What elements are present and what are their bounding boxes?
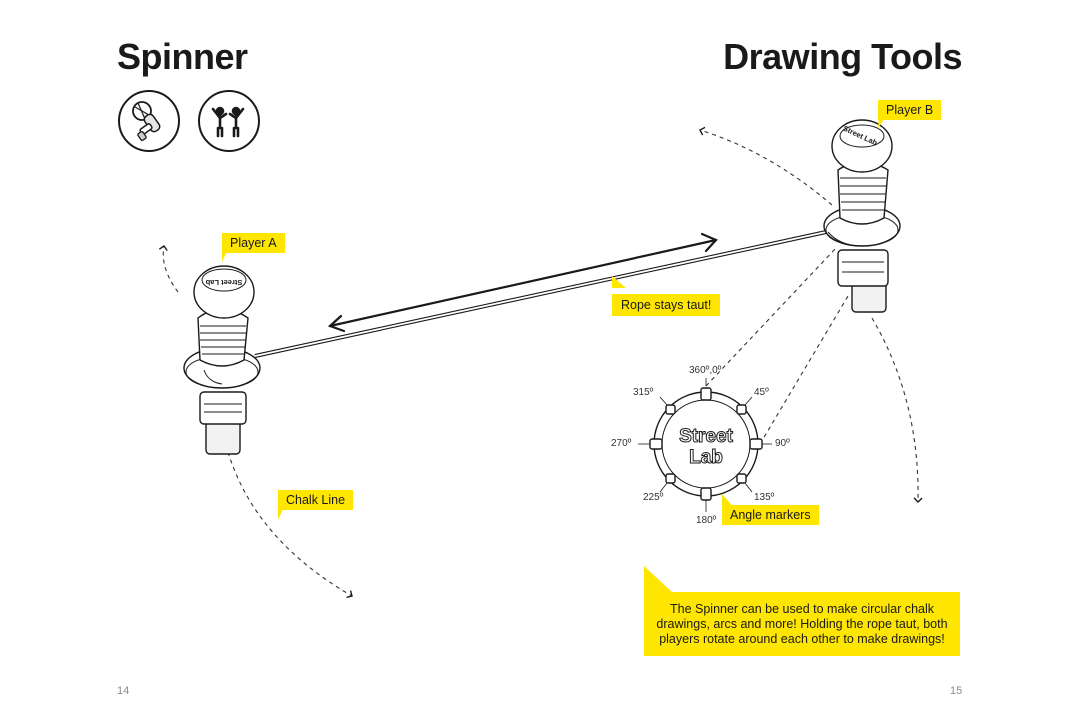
description-text: The Spinner can be used to make circular… bbox=[656, 601, 948, 646]
rotation-arcs bbox=[158, 126, 923, 599]
angle-label-270: 270º bbox=[611, 438, 632, 449]
dial-leader-line-1 bbox=[705, 247, 837, 387]
page-number-left: 14 bbox=[117, 685, 130, 697]
angle-label-135: 135º bbox=[754, 492, 775, 503]
two-players-icon bbox=[198, 90, 260, 152]
rope-label-pointer bbox=[612, 276, 626, 288]
info-box-pointer bbox=[644, 566, 672, 592]
arc-player-a-top bbox=[158, 245, 179, 293]
page-number-right: 15 bbox=[950, 685, 963, 697]
two-players-glyph bbox=[211, 106, 245, 138]
player-a-label: Player A bbox=[222, 233, 285, 253]
dial-brand-line-1: Street bbox=[679, 426, 734, 447]
player-b-label: Player B bbox=[878, 100, 942, 120]
angle-markers-label: Angle markers bbox=[722, 505, 819, 525]
page-title-right: Drawing Tools bbox=[723, 36, 962, 77]
spinner-a-brand: Street Lab bbox=[205, 278, 242, 287]
arc-player-b-top bbox=[699, 126, 833, 206]
chalk-line-label: Chalk Line bbox=[278, 490, 354, 510]
arc-player-a-bottom bbox=[227, 451, 353, 599]
dial-leader-line-2 bbox=[759, 295, 849, 445]
dial-brand-line-2: Lab bbox=[689, 447, 723, 468]
chalk-spinner-tool-icon bbox=[118, 90, 180, 152]
angle-label-90: 90º bbox=[775, 438, 790, 449]
angle-label-315: 315º bbox=[633, 387, 654, 398]
angle-label-45: 45º bbox=[754, 387, 769, 398]
angle-label-225: 225º bbox=[643, 492, 664, 503]
chalk-spinner-tool-glyph bbox=[132, 101, 161, 142]
angle-label-0: 360º,0º bbox=[689, 365, 722, 376]
rope bbox=[254, 230, 827, 358]
description-box: The Spinner can be used to make circular… bbox=[644, 592, 960, 656]
rope-taut-arrow bbox=[327, 232, 718, 333]
spinner-player-b: Street Lab bbox=[823, 119, 901, 313]
angle-label-180: 180º bbox=[696, 515, 717, 526]
rope-label: Rope stays taut! bbox=[612, 294, 721, 316]
angle-dial: Street Lab bbox=[638, 378, 772, 512]
angle-leader-lines bbox=[638, 378, 772, 512]
spinner-player-a: Street Lab bbox=[183, 265, 261, 455]
angle-tabs bbox=[649, 387, 763, 501]
arc-player-b-bottom bbox=[871, 317, 923, 503]
page-title-left: Spinner bbox=[117, 36, 248, 77]
